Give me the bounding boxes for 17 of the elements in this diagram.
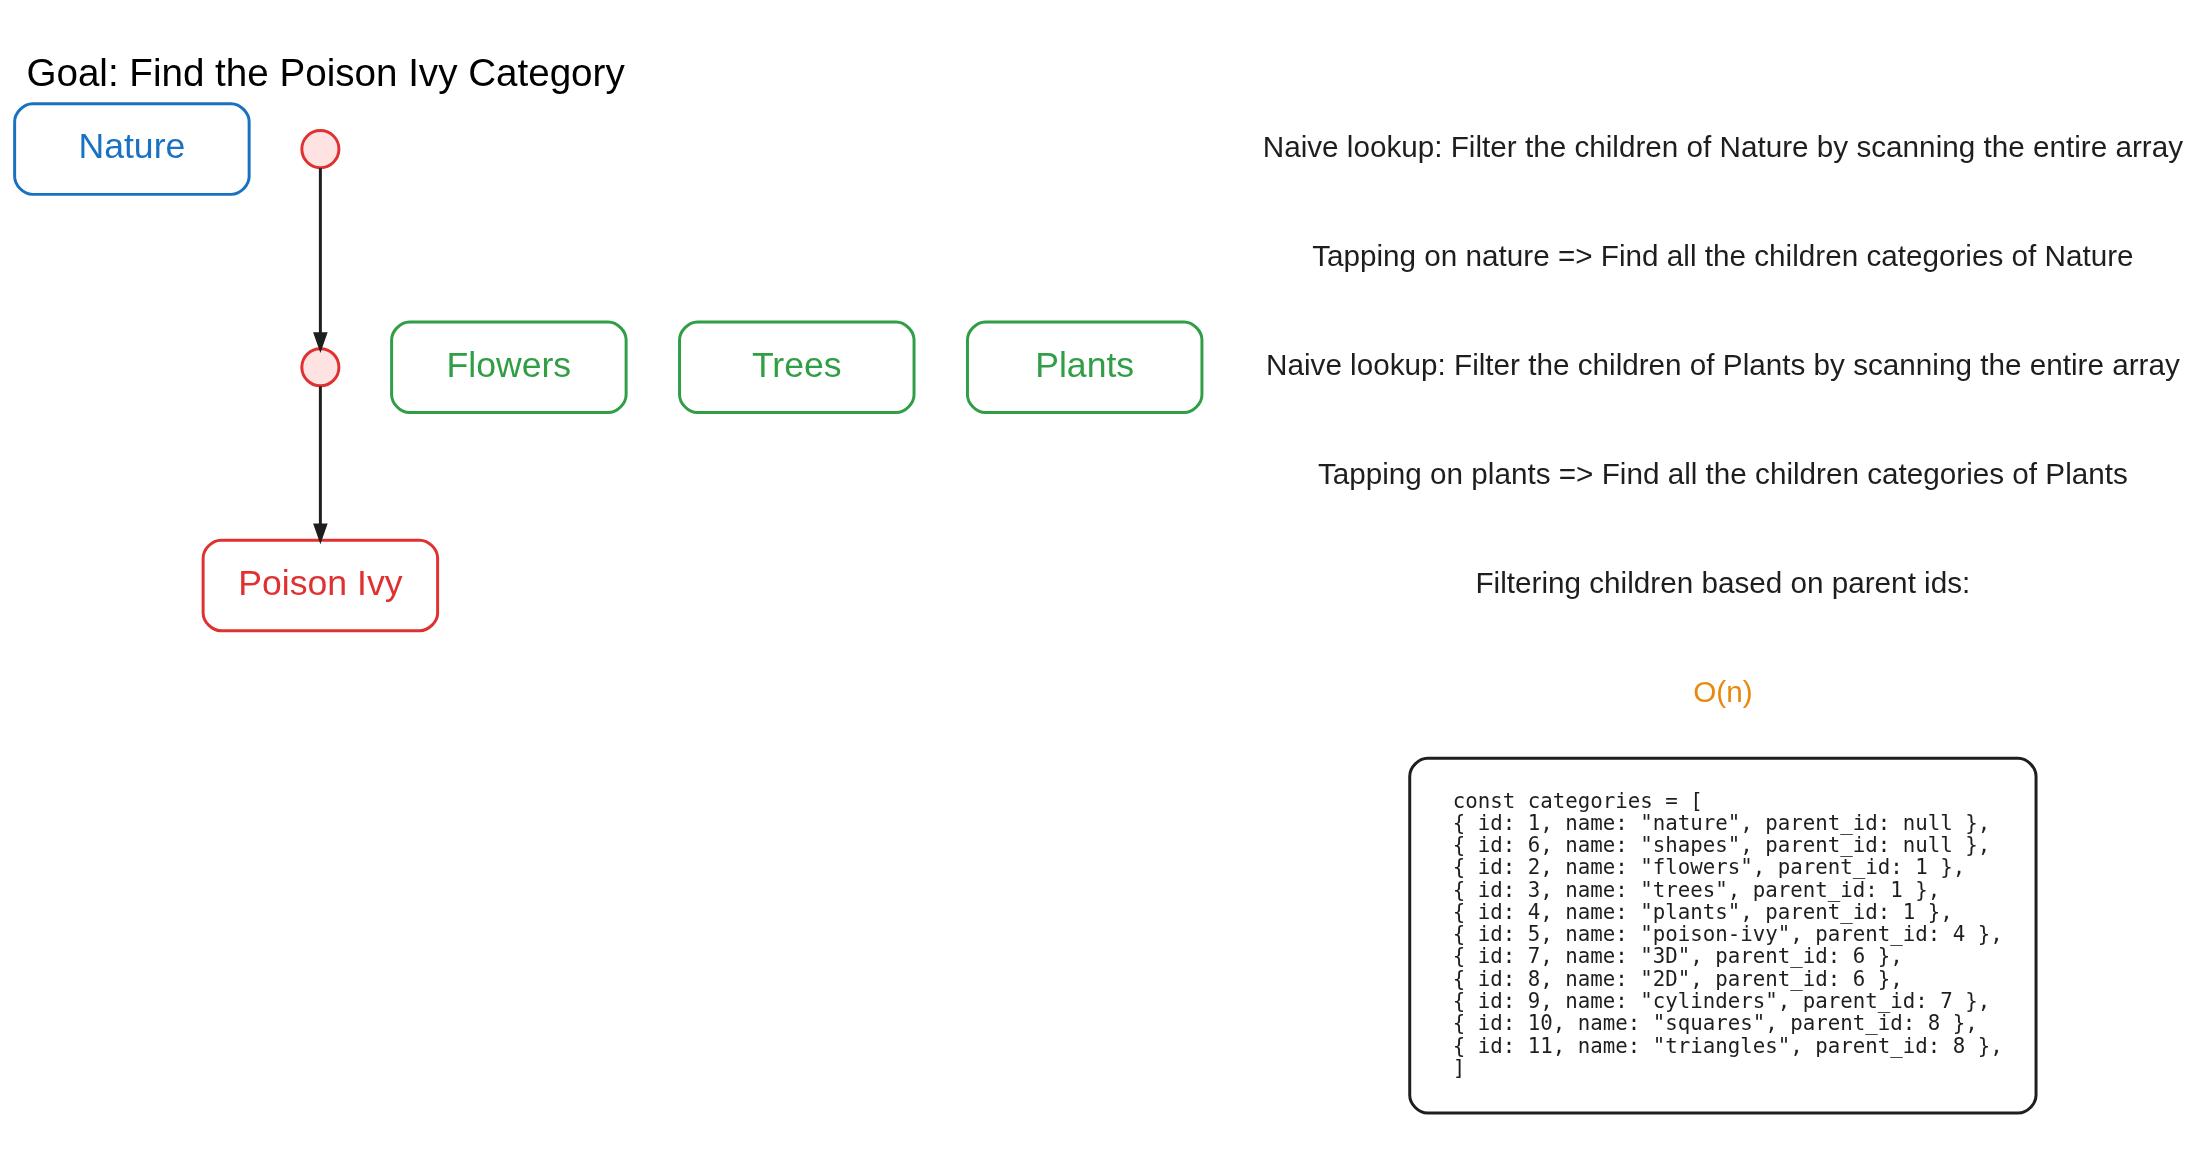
node-box: Nature <box>13 102 251 196</box>
node-circle <box>300 347 341 388</box>
node-box: Plants <box>965 320 1204 415</box>
arrow <box>313 386 328 545</box>
diagram-title: Goal: Find the Poison Ivy Category <box>26 50 625 94</box>
node-box: Trees <box>678 320 916 415</box>
label: Tapping on nature => Find all the children categories of Nature <box>1312 238 2134 272</box>
node-box: Flowers <box>390 320 628 415</box>
node-box: Poison Ivy <box>201 538 440 633</box>
node-box: const categories = [ { id: 1, name: "nature", parent_id: null }, { id: 6, name: "shapes", parent_id: null }, { id: 2, name: "flowers", parent_id: 1 }, { id: 3, name: "trees", parent_id: 1 }, { id: 4, name: "plants", parent_id: 1 }, { id: 5, name: "poison-ivy", parent_id: 4 }, { id: 7, name: "3D", parent_id: 6 }, { id: 8, name: "2D", parent_id: 6 }, { id: 9, name: "cylinders", parent_id: 7 }, { id: 10, name: "squares", parent_id: 8 }, { id: 11, name: "triangles", parent_id: 8 }, ] <box>1408 756 2038 1115</box>
label: Naive lookup: Filter the children of Plants by scanning the entire array <box>1266 347 2180 381</box>
node-circle <box>300 129 341 170</box>
label: Filtering children based on parent ids: <box>1475 565 1971 599</box>
label: Tapping on plants => Find all the children categories of Plants <box>1317 456 2128 490</box>
label: O(n) <box>1693 674 1753 708</box>
arrow <box>313 168 328 354</box>
label: Naive lookup: Filter the children of Nature by scanning the entire array <box>1262 129 2184 163</box>
